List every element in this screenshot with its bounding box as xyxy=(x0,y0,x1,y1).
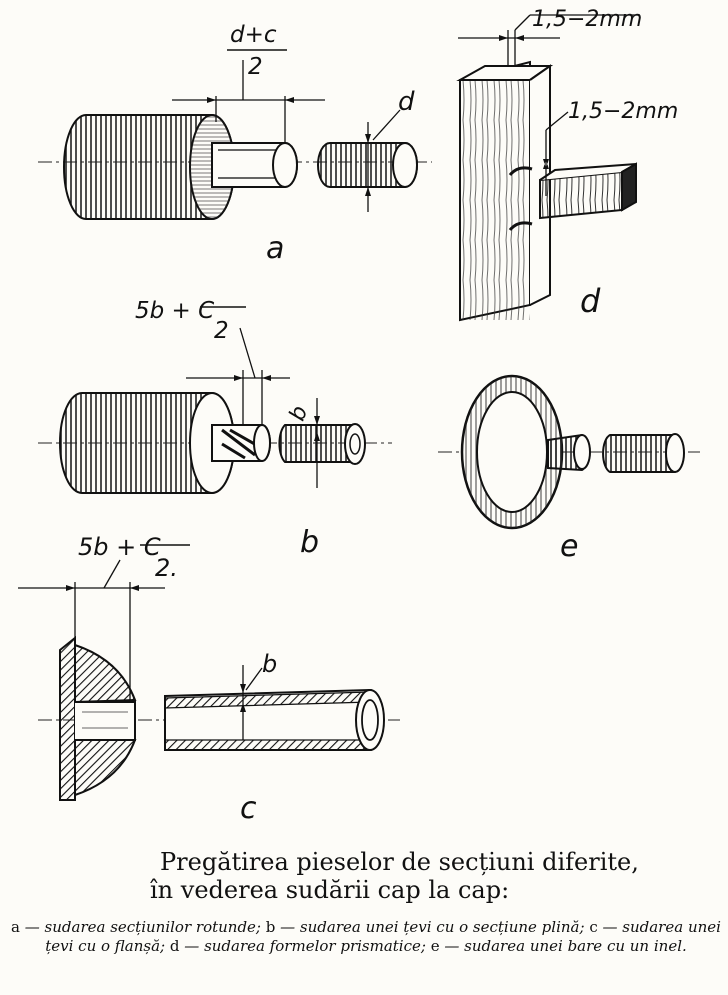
label-b: b xyxy=(300,525,319,560)
c-dim-denominator: 2. xyxy=(155,554,178,582)
figure-b: 5b + C 2 b b xyxy=(38,298,392,560)
label-a: a xyxy=(266,231,284,266)
label-d: d xyxy=(580,282,601,320)
b-dim-top: 5b + C xyxy=(135,298,214,324)
d-dim-top: 1,5−2mm xyxy=(532,7,642,32)
caption-legend: a — sudarea secțiunilor rotunde; b — sud… xyxy=(10,918,722,956)
legend-item-c: c — sudarea unei țevi cu o flanșă; xyxy=(45,918,721,955)
legend-item-a: a — sudarea secțiunilor rotunde; xyxy=(11,918,261,936)
caption-title-line1: Pregătirea pieselor de secțiuni diferite… xyxy=(160,848,639,876)
a-dim-d: d xyxy=(398,87,415,117)
caption-title: Pregătirea pieselor de secțiuni diferite… xyxy=(150,848,720,904)
figure-e: e xyxy=(438,374,700,564)
a-dim-numerator: d+c xyxy=(230,22,277,48)
label-e: e xyxy=(560,529,578,564)
welding-preparation-drawing: d+c 2 d a 1,5−2mm 1,5−2mm d xyxy=(18,7,700,826)
b-dim-denominator: 2 xyxy=(214,318,229,344)
figure-c: 5b + C 2. b c xyxy=(18,533,400,826)
figure-a: d+c 2 d a xyxy=(38,22,432,266)
legend-item-e: e — sudarea unei bare cu un inel. xyxy=(430,937,687,955)
a-dim-denominator: 2 xyxy=(248,54,263,80)
label-c: c xyxy=(240,791,257,826)
caption-title-line2: în vederea sudării cap la cap: xyxy=(150,876,510,904)
figure-d: 1,5−2mm 1,5−2mm d xyxy=(456,7,678,322)
c-dim-top: 5b + C xyxy=(78,533,161,561)
legend-item-b: b — sudarea unei țevi cu o secțiune plin… xyxy=(265,918,585,936)
d-dim-side: 1,5−2mm xyxy=(568,99,678,124)
b-dim-b: b xyxy=(285,403,313,425)
c-dim-b: b xyxy=(262,650,277,678)
legend-item-d: d — sudarea formelor prismatice; xyxy=(169,937,426,955)
